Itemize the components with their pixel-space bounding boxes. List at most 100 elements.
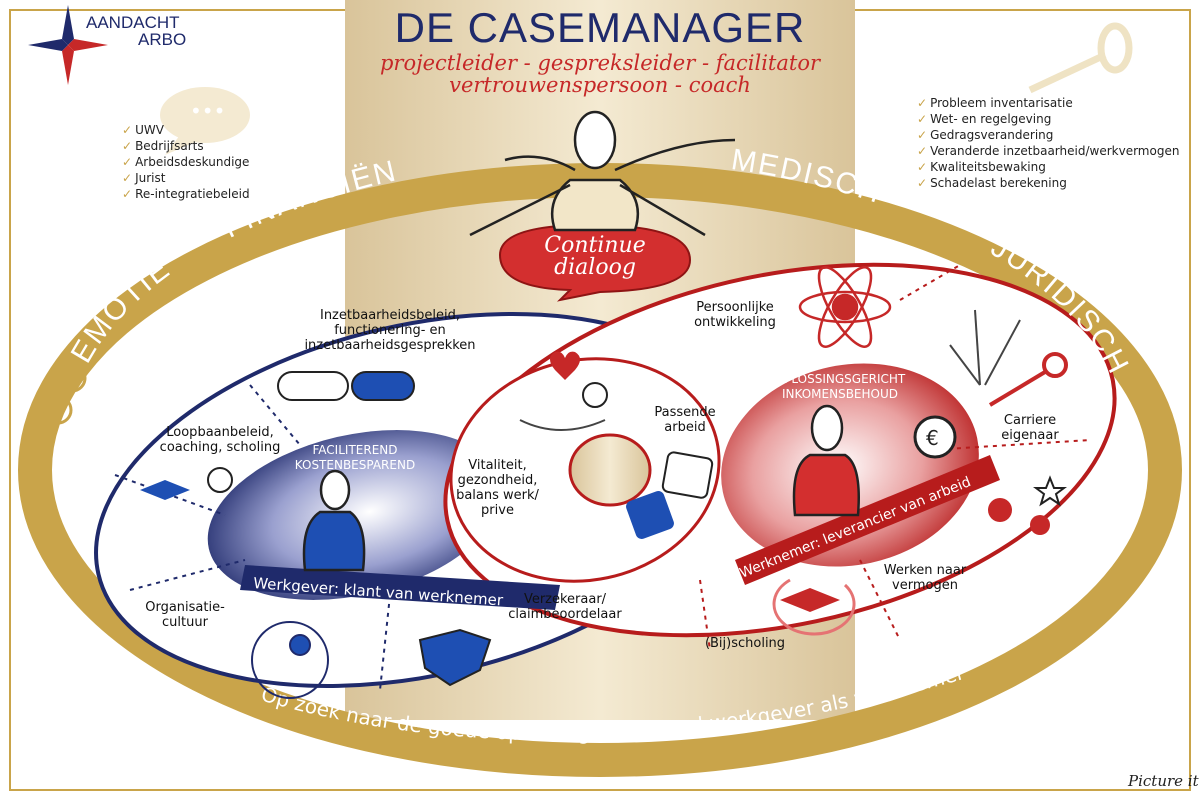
label-line: FACILITEREND (312, 443, 398, 457)
label-organisatiecultuur: Organisatie- cultuur (130, 600, 240, 630)
list-item: Veranderde inzetbaarheid/werkvermogen (917, 143, 1192, 159)
gears-icon (988, 498, 1050, 535)
credit-logo: Picture it (1128, 772, 1199, 790)
label-line: functionering- en (334, 323, 446, 338)
label-verzekeraar: Verzekeraar/ claimbeoordelaar (485, 592, 645, 622)
label-line: inzetbaarheidsgesprekken (304, 338, 476, 353)
sad-face-icon (43, 395, 73, 425)
stakeholder-list: UWV Bedrijfsarts Arbeidsdeskundige Juris… (122, 122, 282, 202)
label-line: cultuur (162, 615, 208, 630)
divider (699, 579, 711, 651)
list-item: Bedrijfsarts (122, 138, 282, 154)
employee-figure (792, 404, 860, 517)
list-item: Kwaliteitsbewaking (917, 159, 1192, 175)
label-loopbaan: Loopbaanbeleid, coaching, scholing (140, 425, 300, 455)
compass-logo (28, 5, 108, 85)
euro-symbol: € (926, 426, 939, 450)
divider (129, 559, 246, 591)
label-inzetbaarheid: Inzetbaarheidsbeleid, functionering- en … (265, 308, 515, 353)
page-title: DE CASEMANAGER (394, 4, 806, 51)
continue-dialog-label: Continue dialoog (505, 235, 685, 279)
team-icon (251, 621, 329, 699)
label-line: Loopbaanbeleid, (166, 425, 274, 440)
ring-label-left: EMOTIE (65, 252, 177, 369)
trumpet-icon (1028, 22, 1133, 94)
employer-banner (240, 565, 560, 610)
divider (899, 264, 961, 301)
label-line: Werken naar (883, 563, 967, 578)
employee-banner (735, 455, 1000, 585)
label-line: Vitaliteit, (468, 458, 527, 473)
label-line: eigenaar (1001, 428, 1059, 443)
label-line: Passende (654, 405, 716, 420)
list-item: Wet- en regelgeving (917, 111, 1192, 127)
label-carriere-eigenaar: Carriere eigenaar (980, 413, 1080, 443)
label-line: vermogen (892, 578, 958, 593)
employer-role-title: FACILITEREND KOSTENBESPAREND (285, 443, 425, 473)
tasks-list: Probleem inventarisatie Wet- en regelgev… (917, 95, 1192, 191)
label-line: claimbeoordelaar (508, 607, 622, 622)
clock-icon (582, 382, 608, 408)
employee-role-title: OPLOSSINGSGERICHT INKOMENSBEHOUD (755, 372, 925, 402)
label-line: INKOMENSBEHOUD (781, 387, 898, 401)
label-line: Inzetbaarheidsbeleid, (319, 308, 461, 323)
divider (249, 384, 301, 446)
arrows-icon (949, 309, 1021, 386)
puzzle-icon-outline (661, 451, 714, 499)
label-line: Carriere (1003, 413, 1057, 428)
casemanager-figure (469, 110, 736, 237)
label-werken-naar-vermogen: Werken naar vermogen (870, 563, 980, 593)
divider (859, 559, 901, 641)
star-icon (1033, 475, 1067, 507)
label-line: Verzekeraar/ (523, 592, 607, 607)
atom-icon (798, 266, 892, 348)
divider (114, 474, 226, 516)
label-line: Persoonlijke (696, 300, 774, 315)
label-persoonlijke-ontwikkeling: Persoonlijke ontwikkeling (670, 300, 800, 330)
subtitle-line-2: vertrouwenspersoon - coach (449, 73, 751, 97)
divider (379, 594, 391, 691)
list-item: Re-integratiebeleid (122, 186, 282, 202)
mortarboard-icon (140, 480, 190, 500)
label-line: gezondheid, (457, 473, 538, 488)
employer-figure (302, 469, 366, 572)
label-line: KOSTENBESPAREND (294, 458, 416, 472)
dialog-line-2: dialoog (554, 255, 636, 280)
label-line: ontwikkeling (694, 315, 776, 330)
label-line: prive (481, 503, 514, 518)
label-vitaliteit: Vitaliteit, gezondheid, balans werk/ pri… (445, 458, 550, 518)
dialog-bubble (498, 223, 692, 302)
logo-line-1: AANDACHT (86, 13, 180, 32)
label-line: Organisatie- (145, 600, 225, 615)
euro-coin-icon (913, 415, 957, 459)
label-line: OPLOSSINGSGERICHT (774, 372, 906, 386)
happy-face-icon (57, 363, 87, 393)
dialog-line-1: Continue (544, 233, 646, 258)
logo-text: AANDACHT ARBO (86, 14, 186, 48)
list-item: Arbeidsdeskundige (122, 154, 282, 170)
subtitle-line-1: projectleider - gespreksleider - facilit… (379, 51, 821, 75)
list-item: Gedragsverandering (917, 127, 1192, 143)
shield-check-icon (418, 628, 492, 687)
label-bijscholing: (Bij)scholing (704, 636, 786, 651)
label-line: arbeid (664, 420, 706, 435)
hand-icon (519, 419, 606, 431)
heart-icon (550, 351, 580, 380)
logo-line-2: ARBO (138, 30, 187, 49)
key-icon (988, 352, 1068, 407)
chat-icon-blue (351, 371, 415, 401)
page-subtitle: projectleider - gespreksleider - facilit… (345, 52, 855, 96)
list-item: Jurist (122, 170, 282, 186)
label-passende-arbeid: Passende arbeid (645, 405, 725, 435)
label-line: coaching, scholing (159, 440, 281, 455)
overlap-hole (568, 433, 652, 507)
graduation-cap-icon (780, 588, 840, 612)
chat-icon (277, 371, 349, 401)
list-item: Schadelast berekening (917, 175, 1192, 191)
compass-icon (207, 467, 233, 493)
list-item: UWV (122, 122, 282, 138)
list-item: Probleem inventarisatie (917, 95, 1192, 111)
label-line: balans werk/ (456, 488, 539, 503)
puzzle-icon (626, 491, 674, 539)
